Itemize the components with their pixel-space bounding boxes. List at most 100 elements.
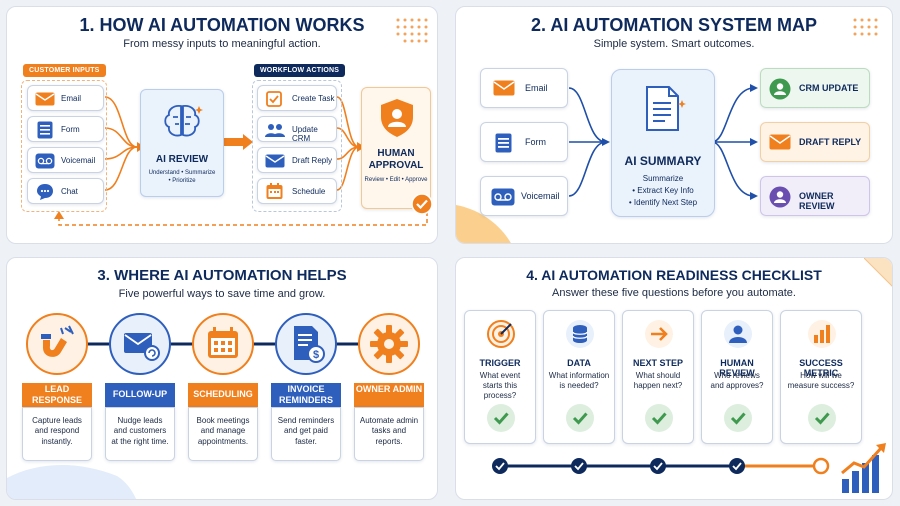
arrow-right-icon [645, 320, 673, 348]
panel-readiness-checklist: 4. AI AUTOMATION READINESS CHECKLIST Ans… [455, 257, 893, 500]
check-circle-icon [487, 404, 515, 432]
approval-title-2: APPROVAL [368, 160, 424, 171]
panel-title: 2. AI AUTOMATION SYSTEM MAP [530, 15, 817, 35]
document-icon [646, 86, 686, 131]
checklist-step-data[interactable]: DATA What information is needed? [543, 310, 615, 444]
panel-title: 3. WHERE AI AUTOMATION HELPS [97, 267, 347, 284]
input-voicemail[interactable]: Voicemail [27, 147, 104, 173]
user-circle-icon [769, 78, 791, 100]
action-draft-reply[interactable]: Draft Reply [257, 147, 337, 173]
form-icon [37, 121, 53, 139]
flow-connectors [54, 96, 428, 226]
helps-label-follow-up: FOLLOW-UP [105, 383, 175, 407]
growth-chart-icon [841, 443, 886, 493]
envelope-icon [493, 80, 515, 96]
bar-chart-icon [808, 320, 836, 348]
ai-summary-line-3: • Identify Next Step [628, 198, 698, 207]
user-circle-icon [769, 186, 791, 208]
actions-group [252, 80, 342, 212]
output-crm-update[interactable]: CRM UPDATE [760, 68, 870, 108]
panel-how-ai-works: 1. HOW AI AUTOMATION WORKS From messy in… [6, 6, 438, 244]
action-label: Draft Reply [292, 156, 333, 165]
step-title: NEXT STEP [632, 358, 683, 368]
checklist-step-trigger[interactable]: TRIGGER What event starts this process? [464, 310, 536, 444]
map-input-form[interactable]: Form [480, 122, 568, 162]
panel-subtitle: Five powerful ways to save time and grow… [118, 288, 326, 300]
input-form[interactable]: Form [27, 116, 104, 142]
checklist-step-next-step[interactable]: NEXT STEP What should happen next? [622, 310, 694, 444]
shield-user-icon [381, 99, 413, 137]
dots-decoration [396, 18, 428, 43]
helps-desc-follow-up: Nudge leads and customers at the right t… [105, 407, 175, 461]
map-input-label: Email [525, 83, 548, 93]
check-circle-icon [724, 404, 752, 432]
ai-summary-card[interactable]: AI SUMMARY Summarize • Extract Key Info … [611, 69, 715, 217]
helps-desc-lead-response: Capture leads and respond instantly. [22, 407, 92, 461]
helps-label-scheduling: SCHEDULING [188, 383, 258, 407]
chat-icon [37, 184, 53, 200]
corner-blob-decoration [456, 205, 511, 243]
input-chat[interactable]: Chat [27, 178, 104, 204]
action-create-task[interactable]: Create Task [257, 85, 337, 111]
step-title: HUMAN REVIEW [719, 358, 755, 378]
action-label: Create Task [292, 94, 335, 103]
helps-connector-line [59, 342, 387, 346]
check-circle-icon [645, 404, 673, 432]
step-question: What information is needed? [548, 371, 610, 390]
step-question: What event starts this process? [479, 371, 521, 400]
input-label: Chat [61, 187, 78, 196]
envelope-icon [35, 92, 55, 106]
action-schedule[interactable]: Schedule [257, 178, 337, 204]
input-email[interactable]: Email [27, 85, 104, 111]
step-question: How will we measure success? [787, 371, 855, 390]
user-badge-icon [724, 320, 752, 348]
ai-summary-line-1: Summarize [642, 174, 684, 183]
step-title: SUCCESS METRIC [799, 358, 843, 378]
action-label: Update CRM [292, 125, 318, 143]
map-input-label: Form [525, 137, 546, 147]
gear-icon [358, 313, 420, 375]
database-icon [566, 320, 594, 348]
form-icon [495, 133, 512, 153]
output-owner-review[interactable]: OWNER REVIEW [760, 176, 870, 216]
action-label: Schedule [292, 187, 326, 196]
helps-desc-invoice-reminders: Send reminders and get paid faster. [271, 407, 341, 461]
ai-review-desc-1: Understand • Summarize [148, 170, 216, 176]
map-input-label: Voicemail [521, 191, 560, 201]
brain-icon [164, 104, 203, 137]
ai-summary-line-2: • Extract Key Info [632, 186, 694, 195]
customer-inputs-tag: CUSTOMER INPUTS [23, 64, 106, 77]
output-draft-reply[interactable]: DRAFT REPLY [760, 122, 870, 162]
output-label: OWNER REVIEW [799, 191, 835, 211]
helps-desc-scheduling: Book meetings and manage appointments. [188, 407, 258, 461]
panel-subtitle: From messy inputs to meaningful action. [123, 38, 321, 50]
dots-decoration [853, 18, 878, 36]
output-label: DRAFT REPLY [799, 137, 862, 147]
corner-blob-decoration [7, 464, 137, 499]
ai-review-card[interactable]: AI REVIEW Understand • Summarize • Prior… [140, 89, 224, 197]
panel-title: 1. HOW AI AUTOMATION WORKS [79, 15, 365, 35]
action-update-crm[interactable]: Update CRM [257, 116, 337, 143]
approved-check-icon [411, 193, 433, 215]
map-input-email[interactable]: Email [480, 68, 568, 108]
input-label: Voicemail [61, 156, 96, 165]
helps-label-invoice-reminders: INVOICE REMINDERS [271, 383, 341, 407]
input-label: Email [61, 94, 82, 103]
panel-subtitle: Simple system. Smart outcomes. [593, 38, 755, 50]
workflow-actions-tag: WORKFLOW ACTIONS [254, 64, 346, 77]
panel-where-ai-helps: 3. WHERE AI AUTOMATION HELPS Five powerf… [6, 257, 438, 500]
step-question: Who reviews and approves? [710, 371, 764, 390]
map-input-voicemail[interactable]: Voicemail [480, 176, 568, 216]
step-title: DATA [567, 358, 591, 368]
human-approval-card[interactable]: HUMAN APPROVAL Review • Edit • Approve [361, 87, 431, 209]
check-circle-icon [808, 404, 836, 432]
helps-label-owner-admin: OWNER ADMIN [354, 383, 424, 407]
helps-desc-owner-admin: Automate admin tasks and reports. [354, 407, 424, 461]
step-title: TRIGGER [479, 358, 521, 368]
step-question: What should happen next? [633, 371, 683, 390]
ai-summary-title: AI SUMMARY [624, 154, 702, 168]
corner-fold-decoration [864, 258, 892, 287]
checklist-step-success-metric[interactable]: SUCCESS METRIC How will we measure succe… [780, 310, 862, 444]
checklist-step-human-review[interactable]: HUMAN REVIEW Who reviews and approves? [701, 310, 773, 444]
ai-review-title: AI REVIEW [155, 154, 209, 165]
